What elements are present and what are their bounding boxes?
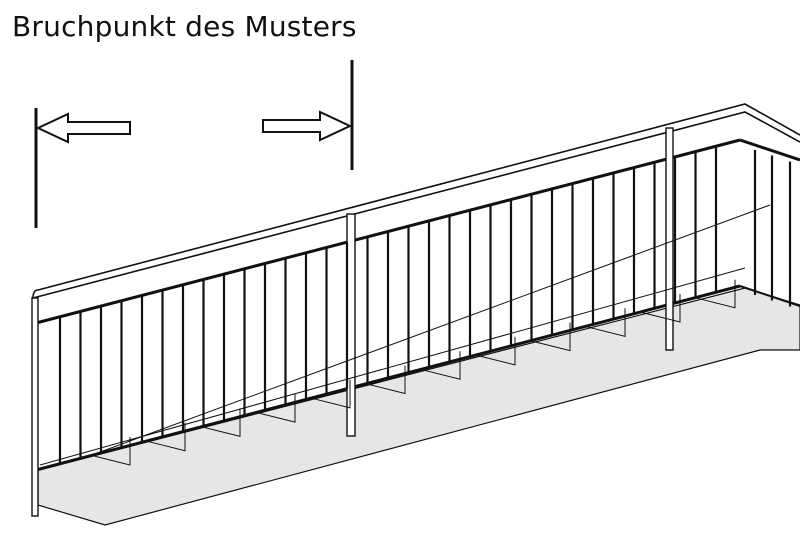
upper-rail xyxy=(35,138,800,325)
stair-step xyxy=(529,322,571,352)
floor-shading xyxy=(37,287,800,526)
stair-step xyxy=(254,394,296,423)
stair-step xyxy=(694,279,736,309)
stair-step xyxy=(419,351,461,380)
left-arrow-icon xyxy=(35,112,131,144)
handrail xyxy=(32,103,800,299)
stair-step xyxy=(474,336,516,366)
stair-step xyxy=(144,422,186,452)
stair-step xyxy=(309,379,351,409)
right-arrow-icon xyxy=(262,110,353,142)
stair-step xyxy=(364,365,406,395)
stair-step xyxy=(639,294,681,323)
stringer-lines xyxy=(39,204,771,466)
balusters xyxy=(58,146,792,464)
stair-step xyxy=(89,437,131,466)
stair-step xyxy=(199,408,241,438)
stair-steps xyxy=(89,279,736,466)
diagram-caption: Bruchpunkt des Musters xyxy=(12,10,357,43)
stair-step xyxy=(584,308,626,337)
